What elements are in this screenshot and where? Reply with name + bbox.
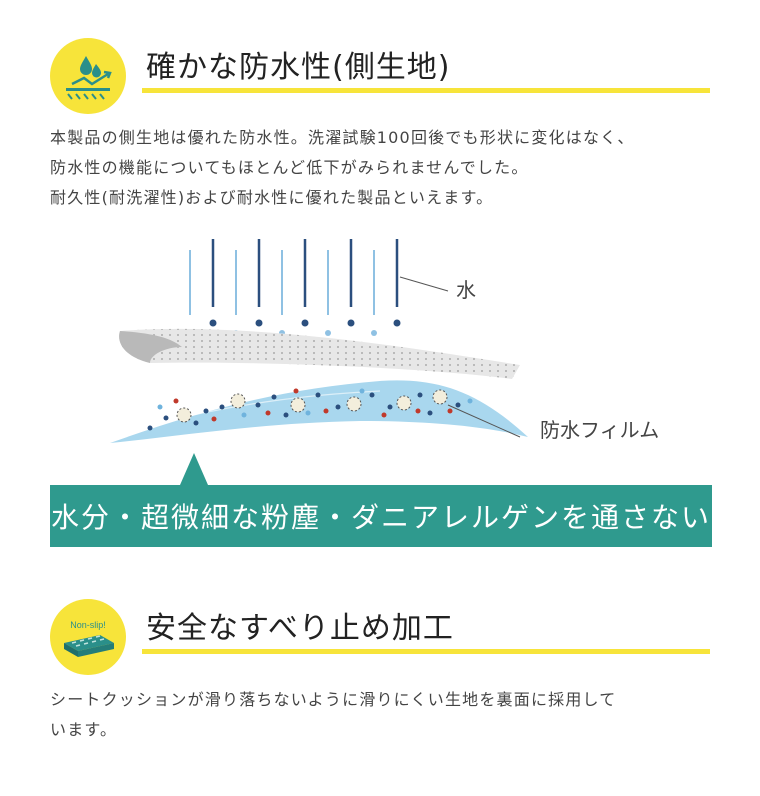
description-line: 本製品の側生地は優れた防水性。洗濯試験100回後でも形状に変化はなく、 bbox=[50, 128, 635, 147]
non-slip-icon-text: Non-slip! bbox=[70, 620, 106, 630]
section-description: 本製品の側生地は優れた防水性。洗濯試験100回後でも形状に変化はなく、 防水性の… bbox=[50, 123, 720, 213]
feature-banner: 水分・超微細な粉塵・ダニアレルゲンを通さない bbox=[50, 485, 712, 547]
section-description: シートクッションが滑り落ちないように滑りにくい生地を裏面に採用して います。 bbox=[50, 685, 720, 745]
banner-pointer bbox=[180, 453, 208, 485]
water-leader-line bbox=[399, 276, 449, 292]
title-underline bbox=[142, 88, 710, 93]
section-title: 確かな防水性(側生地) bbox=[146, 50, 451, 85]
water-label: 水 bbox=[456, 278, 476, 302]
title-underline bbox=[142, 649, 710, 654]
waterproof-diagram: 水 防水フィルム bbox=[0, 225, 760, 485]
film-label: 防水フィルム bbox=[540, 418, 659, 442]
description-line: シートクッションが滑り落ちないように滑りにくい生地を裏面に採用して bbox=[50, 690, 617, 709]
description-line: 防水性の機能についてもほとんど低下がみられませんでした。 bbox=[50, 158, 529, 177]
description-line: 耐久性(耐洗濯性)および耐水性に優れた製品といえます。 bbox=[50, 188, 494, 207]
film-leader-line bbox=[447, 404, 521, 438]
water-repellent-icon bbox=[50, 38, 126, 114]
waterproof-film bbox=[110, 380, 528, 443]
section-title: 安全なすべり止め加工 bbox=[146, 611, 454, 646]
section-waterproof-header: 確かな防水性(側生地) bbox=[50, 38, 710, 118]
section-nonslip-header: Non-slip! 安全なすべり止め加工 bbox=[50, 599, 710, 679]
fabric-layer bbox=[119, 328, 521, 379]
water-drops bbox=[187, 239, 401, 336]
description-line: います。 bbox=[50, 720, 118, 739]
non-slip-icon: Non-slip! bbox=[50, 599, 126, 675]
